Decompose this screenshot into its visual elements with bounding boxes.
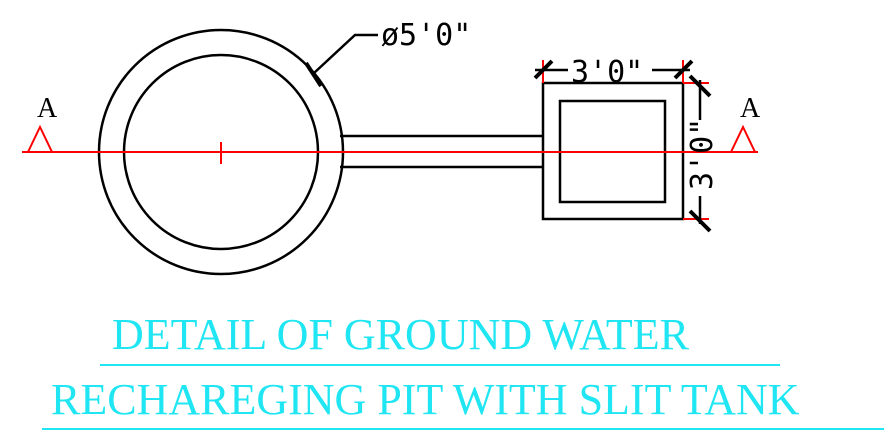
section-marker-right — [729, 124, 757, 153]
diameter-label: ø5'0" — [381, 18, 471, 53]
width-tick-right — [673, 59, 694, 80]
width-label: 3'0" — [571, 55, 643, 90]
diameter-tick — [304, 61, 323, 88]
title-underline-1 — [100, 364, 780, 366]
section-marker-left — [26, 124, 54, 153]
diameter-leader — [313, 33, 378, 74]
section-label-left: A — [37, 93, 58, 124]
section-label-right: A — [740, 93, 761, 124]
title-underline-2 — [42, 428, 884, 430]
title-line-1: DETAIL OF GROUND WATER — [112, 310, 690, 359]
height-tick-bottom — [688, 209, 712, 233]
width-tick-left — [533, 59, 554, 80]
title-line-2: RECHAREGING PIT WITH SLIT TANK — [51, 375, 800, 424]
height-tick-top — [688, 74, 712, 98]
height-label: 3'0" — [685, 118, 720, 190]
